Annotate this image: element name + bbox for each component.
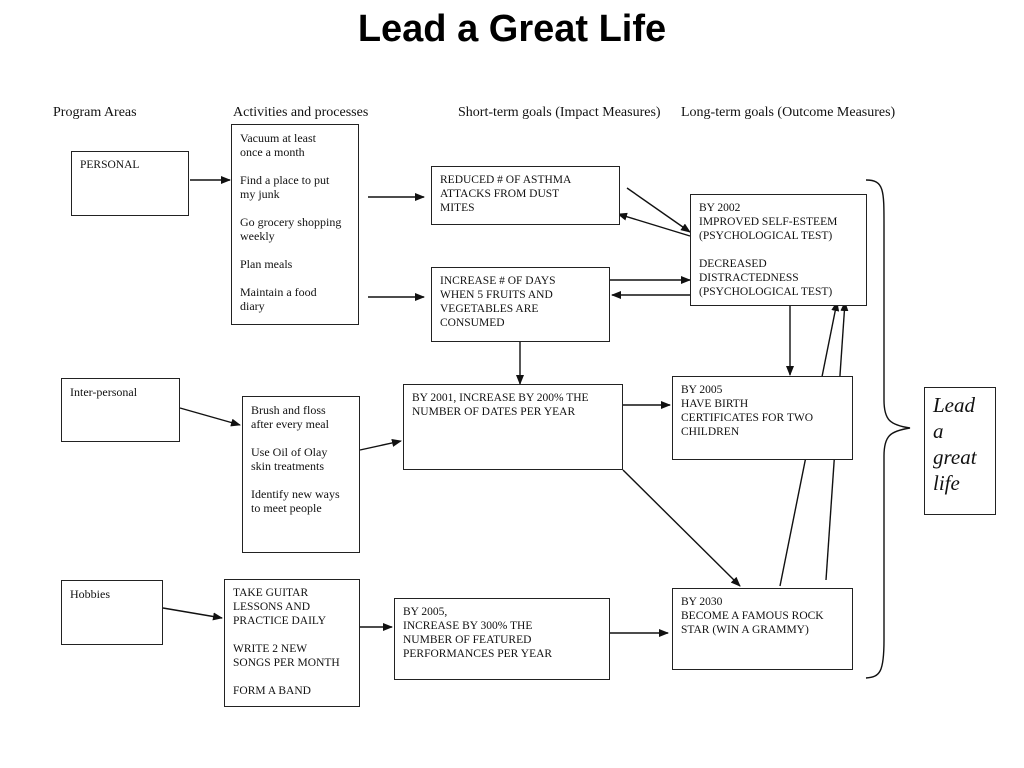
goal-performances: BY 2005, INCREASE BY 300% THE NUMBER OF … [394,598,610,680]
activity-item: FORM A BAND [233,684,351,698]
outcome-text: BECOME A FAMOUS ROCK [681,610,824,622]
outcome-children: BY 2005 HAVE BIRTH CERTIFICATES FOR TWO … [672,376,853,460]
outcome-text: (PSYCHOLOGICAL TEST) [699,230,833,242]
activity-text: skin treatments [251,459,324,473]
arrow-asthma-to-selfesteem [626,187,691,233]
activity-text: TAKE GUITAR [233,587,309,599]
curly-brace [865,179,911,679]
activity-text: after every meal [251,417,329,431]
outcome-text: CHILDREN [681,426,740,438]
program-interpersonal-label: Inter-personal [70,385,138,399]
header-short-term-line2: (Impact Measures) [555,105,661,120]
header-short-term-line1: Short-term goals [458,105,552,120]
goal-text: WHEN 5 FRUITS AND [440,289,553,301]
lead-text: great [933,445,977,469]
activity-text: Go grocery shopping [240,215,342,229]
activity-text: my junk [240,187,280,201]
arrow-interpersonal-to-activities [179,407,241,427]
program-personal-label: PERSONAL [80,159,140,171]
lead-text: life [933,471,960,495]
goal-text: MITES [440,202,475,214]
activity-text: LESSONS AND [233,601,311,613]
activity-item: WRITE 2 NEW SONGS PER MONTH [233,642,351,670]
program-personal: PERSONAL [71,151,189,216]
outcome-text: BY 2030 [681,596,723,608]
outcome-rock-star: BY 2030 BECOME A FAMOUS ROCK STAR (WIN A… [672,588,853,670]
activities-hobbies: TAKE GUITAR LESSONS AND PRACTICE DAILY WRI… [224,579,360,707]
header-program-areas: Program Areas [53,105,137,120]
goal-text: VEGETABLES ARE [440,303,539,315]
lead-great-life-box: Lead a great life [924,387,996,515]
arrow-dates-to-rockstar [622,469,741,587]
activity-text: Vacuum at least [240,131,316,145]
outcome-text: HAVE BIRTH [681,398,749,410]
goal-text: INCREASE # OF DAYS [440,275,556,287]
activity-text: to meet people [251,501,322,515]
goal-text: ATTACKS FROM DUST [440,188,560,200]
outcome-text: (PSYCHOLOGICAL TEST) [699,286,833,298]
header-short-term: Short-term goals (Impact Measures) [458,104,661,121]
outcome-text: STAR (WIN A GRAMMY) [681,624,809,636]
activity-text: SONGS PER MONTH [233,657,340,669]
arrow-selfesteem-to-asthma [617,212,691,237]
goal-text: REDUCED # OF ASTHMA [440,174,572,186]
activity-text: once a month [240,145,305,159]
goal-text: PERFORMANCES PER YEAR [403,648,553,660]
goal-text: INCREASE BY 300% THE [403,620,533,632]
program-hobbies-label: Hobbies [70,587,110,601]
goal-fruits: INCREASE # OF DAYS WHEN 5 FRUITS AND VEG… [431,267,610,342]
outcome-text: DISTRACTEDNESS [699,272,799,284]
header-long-term: Long-term goals (Outcome Measures) [681,104,895,121]
outcome-item: BY 2002 IMPROVED SELF-ESTEEM (PSYCHOLOGI… [699,201,858,243]
outcome-text: DECREASED [699,258,767,270]
page-title: Lead a Great Life [357,8,667,50]
goal-text: NUMBER OF DATES PER YEAR [412,406,576,418]
outcome-text: BY 2002 [699,202,741,214]
goal-dates: BY 2001, INCREASE BY 200% THE NUMBER OF … [403,384,623,470]
outcome-self-esteem: BY 2002 IMPROVED SELF-ESTEEM (PSYCHOLOGI… [690,194,867,306]
outcome-text: CERTIFICATES FOR TWO [681,412,813,424]
outcome-item: DECREASED DISTRACTEDNESS (PSYCHOLOGICAL … [699,257,858,299]
header-activities: Activities and processes [233,105,369,120]
activity-text: Maintain a food [240,285,317,299]
activity-item: TAKE GUITAR LESSONS AND PRACTICE DAILY [233,586,351,628]
activity-text: Use Oil of Olay [251,445,328,459]
activity-text: Plan meals [240,257,293,271]
goal-text: BY 2001, INCREASE BY 200% THE [412,392,589,404]
activity-text: diary [240,299,265,313]
arrow-activities-to-dates [359,439,402,451]
activity-text: Identify new ways [251,487,340,501]
goal-text: NUMBER OF FEATURED [403,634,532,646]
goal-text: BY 2005, [403,606,448,618]
program-interpersonal: Inter-personal [61,378,180,442]
program-hobbies: Hobbies [61,580,163,645]
activity-text: FORM A BAND [233,685,311,697]
goal-text: CONSUMED [440,317,505,329]
activity-text: weekly [240,229,275,243]
goal-asthma: REDUCED # OF ASTHMA ATTACKS FROM DUST MI… [431,166,620,225]
activity-text: Find a place to put [240,173,330,187]
activity-text: WRITE 2 NEW [233,643,308,655]
arrow-hobbies-to-activities [162,607,223,621]
header-long-term-line2: (Outcome Measures) [777,105,896,120]
header-long-term-line1: Long-term goals [681,105,774,120]
outcome-text: BY 2005 [681,384,723,396]
activity-text: PRACTICE DAILY [233,615,327,627]
lead-text: a [933,419,944,443]
activity-item: Plan meals [240,257,350,271]
lead-text: Lead [933,393,975,417]
activity-text: Brush and floss [251,403,326,417]
outcome-text: IMPROVED SELF-ESTEEM [699,216,838,228]
